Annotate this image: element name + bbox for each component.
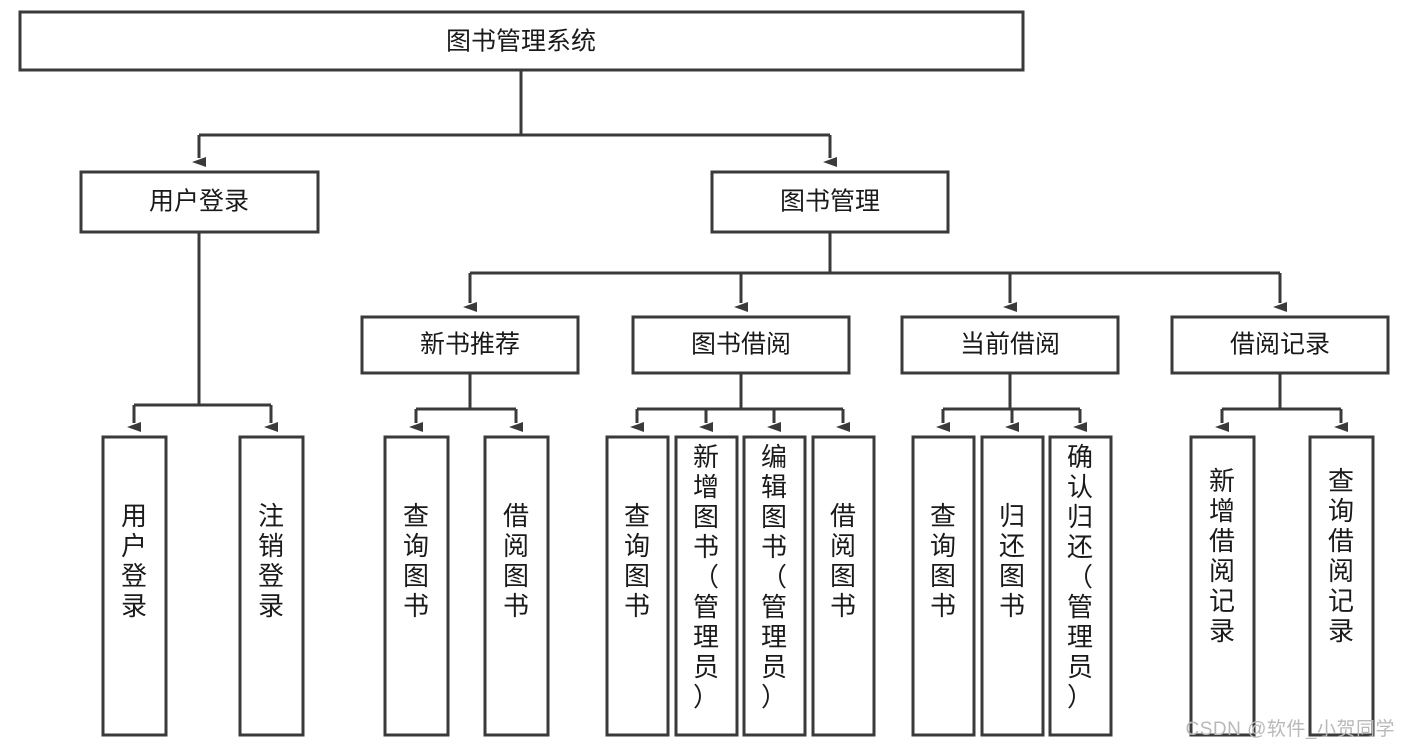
node-book-borrow-box[interactable] [631,315,851,375]
node-leaf-query-book-2[interactable]: 查询图书 [605,435,670,737]
node-leaf-borrow-book-2[interactable]: 借阅图书 [811,435,876,737]
node-leaf-edit-book-label: 编辑图书（管理员） [761,442,787,712]
node-root-box[interactable] [18,10,1025,72]
node-leaf-return-book-label: 归还图书 [999,501,1025,621]
node-leaf-query-book-2-box[interactable] [605,435,670,737]
node-current-borrow-label: 当前借阅 [960,331,1060,359]
node-current-borrow-box[interactable] [900,315,1120,375]
connector-layer [127,70,1348,432]
node-leaf-query-book-3-box[interactable] [911,435,976,737]
csdn-watermark: CSDN @软件_小贺同学 [1185,719,1395,740]
node-root-label: 图书管理系统 [446,28,596,56]
node-leaf-query-book-2-label: 查询图书 [624,501,650,621]
node-leaf-borrow-book-2-box[interactable] [811,435,876,737]
node-leaf-logout[interactable]: 注销登录 [238,435,305,737]
node-leaf-borrow-book-1-label: 借阅图书 [503,501,529,621]
node-book-borrow-label: 图书借阅 [691,331,791,359]
node-leaf-confirm-return-box[interactable] [1048,435,1113,737]
node-leaf-borrow-book-2-label: 借阅图书 [830,501,856,621]
node-leaf-borrow-book-1-box[interactable] [483,435,550,737]
node-book-manage[interactable]: 图书管理 [710,170,950,234]
node-current-borrow[interactable]: 当前借阅 [900,315,1120,375]
node-leaf-logout-label: 注销登录 [258,501,284,621]
node-leaf-user-login-label: 用户登录 [121,501,147,621]
node-new-book-rec-label: 新书推荐 [420,331,520,359]
node-leaf-add-book-box[interactable] [674,435,739,737]
node-book-manage-box[interactable] [710,170,950,234]
node-leaf-query-record-box[interactable] [1308,435,1375,737]
node-user-login-label: 用户登录 [149,188,249,216]
node-leaf-query-book-3[interactable]: 查询图书 [911,435,976,737]
node-leaf-edit-book[interactable]: 编辑图书（管理员） [742,435,807,737]
node-leaf-logout-box[interactable] [238,435,305,737]
node-leaf-query-book-1-label: 查询图书 [403,501,429,621]
node-leaf-return-book[interactable]: 归还图书 [980,435,1045,737]
node-leaf-add-record-label: 新增借阅记录 [1209,466,1235,646]
node-layer: 图书管理系统 用户登录 图书管理 新书推荐 图书借阅 当前借阅 借阅记录 [18,10,1390,737]
node-book-borrow[interactable]: 图书借阅 [631,315,851,375]
node-leaf-add-record-box[interactable] [1189,435,1256,737]
node-leaf-confirm-return[interactable]: 确认归还（管理员） [1048,435,1113,737]
node-leaf-query-book-3-label: 查询图书 [930,501,956,621]
node-root[interactable]: 图书管理系统 [18,10,1025,72]
node-leaf-return-book-box[interactable] [980,435,1045,737]
node-leaf-query-record-label: 查询借阅记录 [1328,466,1354,646]
node-borrow-record-box[interactable] [1170,315,1390,375]
node-leaf-confirm-return-label: 确认归还（管理员） [1067,442,1093,712]
node-leaf-edit-book-box[interactable] [742,435,807,737]
node-leaf-user-login-box[interactable] [101,435,168,737]
node-user-login-box[interactable] [79,170,320,234]
node-leaf-add-record[interactable]: 新增借阅记录 [1189,435,1256,737]
node-leaf-add-book-label: 新增图书（管理员） [693,442,719,712]
node-borrow-record-label: 借阅记录 [1230,331,1330,359]
node-user-login[interactable]: 用户登录 [79,170,320,234]
node-book-manage-label: 图书管理 [780,188,880,216]
node-leaf-borrow-book-1[interactable]: 借阅图书 [483,435,550,737]
node-leaf-query-book-1-box[interactable] [383,435,450,737]
node-leaf-query-book-1[interactable]: 查询图书 [383,435,450,737]
node-new-book-rec-box[interactable] [360,315,580,375]
node-new-book-rec[interactable]: 新书推荐 [360,315,580,375]
node-leaf-user-login[interactable]: 用户登录 [101,435,168,737]
node-leaf-add-book[interactable]: 新增图书（管理员） [674,435,739,737]
node-borrow-record[interactable]: 借阅记录 [1170,315,1390,375]
node-leaf-query-record[interactable]: 查询借阅记录 [1308,435,1375,737]
